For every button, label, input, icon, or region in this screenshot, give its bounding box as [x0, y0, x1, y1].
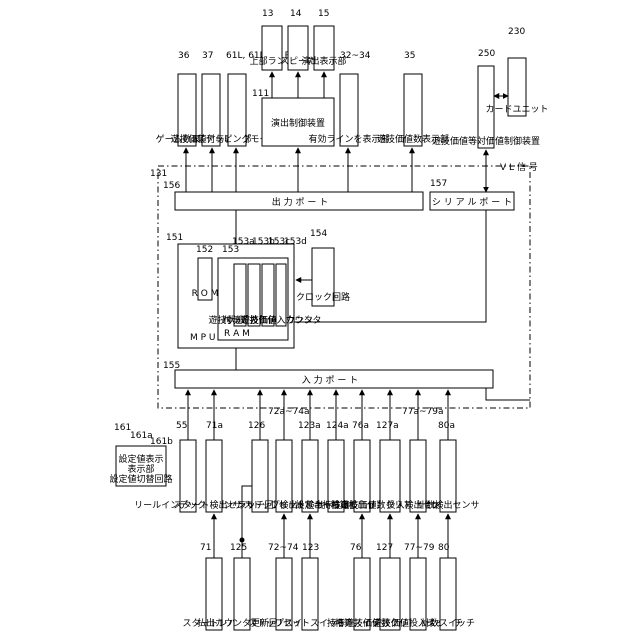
credit-display-ref: 35	[404, 51, 415, 61]
settings-display-b: 設定値切替回路	[109, 473, 172, 485]
vl-device-ref: 250	[478, 49, 495, 59]
vl-device-label: 遊技価値等対価値制御装置	[432, 135, 540, 147]
effect-control-ref: 111	[252, 89, 269, 99]
payline-display-ref: 32~34	[340, 51, 371, 61]
card-unit-label: カードユニット	[485, 104, 548, 115]
settings-display-a: 表示部	[127, 463, 154, 475]
bet-switch-ref: 76	[350, 543, 362, 553]
clock-ref: 154	[310, 229, 327, 239]
rom-label: R O M	[192, 289, 219, 299]
card-unit-ref: 230	[508, 27, 525, 37]
serial-feedback-line	[486, 388, 530, 400]
output-port-label: 出 力 ポ ー ト	[272, 196, 328, 208]
serial-port-ref: 157	[430, 179, 447, 189]
settings-display-title: 設定値表示	[118, 453, 163, 465]
vl-signal-label: V L 信 号	[500, 161, 538, 173]
output-port-ref: 156	[163, 181, 180, 191]
settings-display-ref: 161	[114, 423, 131, 433]
stop-sensor-ref: 72a~74a	[268, 407, 309, 417]
payout-display-ref: 37	[202, 51, 213, 61]
stop-switch-ref: 72~74	[268, 543, 299, 553]
bet-sensor-ref: 76a	[352, 421, 369, 431]
speaker-ref: 14	[290, 9, 302, 19]
upper-lamp-ref: 13	[262, 9, 273, 19]
rom-ref: 152	[196, 245, 213, 255]
reset-switch-ref: 123	[302, 543, 319, 553]
serial-port-label: シ リ ア ル ポ ー ト	[432, 197, 512, 208]
credit-clear-switch-ref: 127	[376, 543, 393, 553]
credit-clear-sensor-ref: 127a	[376, 421, 399, 431]
medal-switch-ref: 77~79	[404, 543, 435, 553]
mpu-label: M P U	[190, 333, 216, 343]
ram-label: R A M	[224, 329, 250, 339]
ram-d-ref: 153d	[284, 237, 307, 247]
payout-sensor-ref: 80a	[438, 421, 455, 431]
payout-sensor-label: 計数検出センサ	[416, 499, 479, 511]
effect-display-ref: 15	[318, 9, 329, 19]
latch-ref: 126	[248, 421, 265, 431]
input-port-label: 入 力 ポ ー ト	[302, 374, 358, 386]
ram-d-label: 遊技価値入カウンタ	[240, 314, 321, 326]
reset-count-ref: 125	[230, 543, 247, 553]
reel-index-ref: 55	[176, 421, 187, 431]
reset-sensor-ref: 123a	[298, 421, 321, 431]
start-lever-ref: 71	[200, 543, 211, 553]
clock-label: クロック回路	[296, 291, 350, 303]
payout-switch-label: 計数スイッチ	[421, 617, 475, 629]
main-unit-ref: 131	[150, 169, 167, 179]
game-display-ref: 36	[178, 51, 190, 61]
mpu-ref: 151	[166, 233, 183, 243]
setting-key-ref: 124a	[326, 421, 349, 431]
input-port-ref: 155	[163, 361, 180, 371]
medal-sensor-ref: 77a~79a	[402, 407, 443, 417]
effect-control-label: 演出制御装置	[271, 117, 325, 129]
settings-b-ref: 161b	[150, 437, 173, 447]
